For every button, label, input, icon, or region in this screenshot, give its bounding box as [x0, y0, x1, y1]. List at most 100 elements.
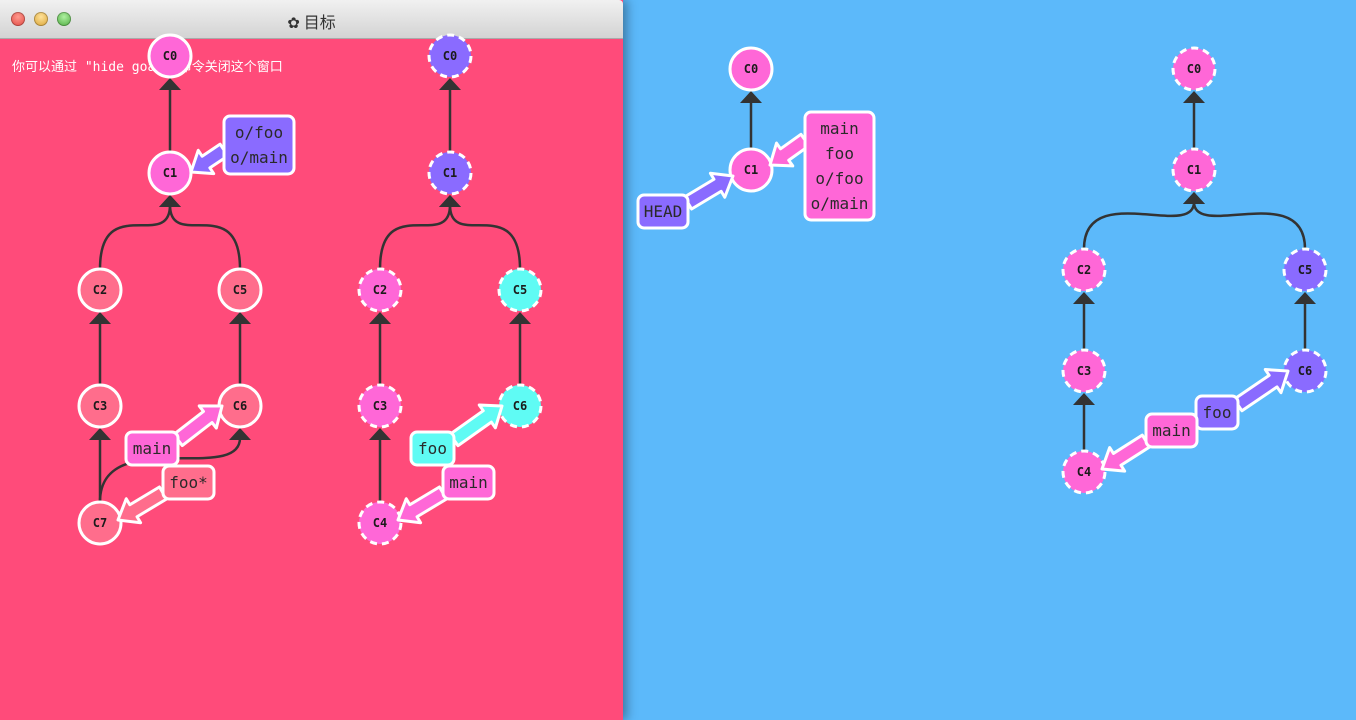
goal-local-commit-c3[interactable]: C3: [77, 383, 123, 429]
goal-remote-edge-c5-c1: [439, 195, 522, 270]
commit-id: C0: [744, 62, 758, 76]
current-remote-commit-c3[interactable]: C3: [1061, 348, 1107, 394]
current-remote-edge-c6-c5: [1294, 292, 1316, 350]
current-remote-edge-c5-c1: [1183, 192, 1307, 250]
branch-name: o/main: [811, 194, 869, 213]
current-local-commit-c0[interactable]: C0: [728, 46, 774, 92]
branch-tag-box: [1144, 412, 1199, 449]
commit-id: C3: [1077, 364, 1091, 378]
current-local-branch-head[interactable]: HEAD: [636, 171, 735, 230]
current-local-commit-c1[interactable]: C1: [728, 147, 774, 193]
commit-id: C6: [233, 399, 247, 413]
goal-local-commit-c5[interactable]: C5: [217, 267, 263, 313]
goal-local-branch-foo[interactable]: foo*: [116, 464, 216, 525]
goal-remote-commit-c6[interactable]: C6: [497, 383, 543, 429]
goal-remote-edge-c3-c2: [369, 312, 391, 385]
goal-remote-branch-foo[interactable]: foo: [409, 403, 504, 467]
goal-window-title: ✿目标: [0, 9, 623, 33]
goal-local-commit-c7[interactable]: C7: [77, 500, 123, 546]
goal-local-commit-c1[interactable]: C1: [147, 150, 193, 196]
current-remote-commit-c2[interactable]: C2: [1061, 247, 1107, 293]
goal-remote-commit-c5[interactable]: C5: [497, 267, 543, 313]
branch-tag-box: [441, 464, 496, 501]
branch-name: foo: [418, 439, 447, 458]
goal-window-title-text: 目标: [303, 13, 336, 32]
branch-arrow: [172, 404, 224, 448]
goal-window-titlebar[interactable]: ✿目标: [0, 0, 623, 39]
goal-local-branch-ofoo[interactable]: o/foo o/main: [189, 114, 296, 176]
goal-remote-commit-c2[interactable]: C2: [357, 267, 403, 313]
goal-remote-edge-c1-c0: [439, 78, 461, 152]
goal-local-commit-c0[interactable]: C0: [147, 33, 193, 79]
branch-name: main: [820, 119, 859, 138]
goal-local-branch-main[interactable]: main: [124, 404, 224, 467]
commit-id: C2: [93, 283, 107, 297]
branch-tag-box: [161, 464, 216, 501]
branch-tag-box: [803, 110, 876, 222]
goal-remote-branch-main[interactable]: main: [396, 464, 496, 525]
goal-local-commit-c6[interactable]: C6: [217, 383, 263, 429]
branch-arrow: [1232, 368, 1290, 413]
goal-local-commit-c2[interactable]: C2: [77, 267, 123, 313]
commit-id: C2: [1077, 263, 1091, 277]
branch-name: foo: [825, 144, 854, 163]
commit-id: C5: [513, 283, 527, 297]
branch-arrow: [682, 171, 735, 211]
goal-local-edge-c1-c0: [159, 78, 181, 152]
commit-id: C4: [373, 516, 387, 530]
goal-local-edge-c6-c5: [229, 312, 251, 385]
goal-remote-edge-c6-c5: [509, 312, 531, 385]
current-remote-branch-main[interactable]: main: [1100, 412, 1199, 473]
commit-id: C2: [373, 283, 387, 297]
branch-tag-box: [124, 430, 180, 467]
commit-id: C5: [1298, 263, 1312, 277]
branch-name: o/foo: [815, 169, 863, 188]
branch-name: foo*: [169, 473, 208, 492]
goal-local-edge-c3-c2: [89, 312, 111, 385]
current-local-branch-main[interactable]: main foo o/foo o/main: [768, 110, 876, 222]
goal-remote-commit-c4[interactable]: C4: [357, 500, 403, 546]
commit-id: C0: [163, 49, 177, 63]
close-icon[interactable]: [11, 12, 25, 26]
branch-arrow: [1100, 433, 1152, 473]
branch-name: HEAD: [644, 202, 683, 221]
commit-id: C7: [93, 516, 107, 530]
commit-id: C1: [163, 166, 177, 180]
branch-arrow: [116, 485, 169, 525]
branch-tag-box: [409, 430, 456, 467]
gear-icon: ✿: [287, 14, 300, 32]
commit-id: C5: [233, 283, 247, 297]
current-remote-commit-c5[interactable]: C5: [1282, 247, 1328, 293]
commit-id: C1: [744, 163, 758, 177]
branch-name: o/main: [230, 148, 288, 167]
goal-remote-commit-c0[interactable]: C0: [427, 33, 473, 79]
current-remote-commit-c4[interactable]: C4: [1061, 449, 1107, 495]
current-remote-commit-c6[interactable]: C6: [1282, 348, 1328, 394]
commit-id: C4: [1077, 465, 1091, 479]
branch-name: o/foo: [235, 123, 283, 142]
branch-arrow: [396, 485, 449, 525]
branch-name: main: [449, 473, 488, 492]
current-remote-edge-c4-c3: [1073, 393, 1095, 451]
goal-remote-edge-c4-c3: [369, 428, 391, 502]
maximize-icon[interactable]: [57, 12, 71, 26]
commit-id: C0: [443, 49, 457, 63]
branch-tag-box: [1194, 394, 1240, 431]
goal-remote-commit-c1[interactable]: C1: [427, 150, 473, 196]
branch-arrow: [768, 132, 811, 168]
current-local-edge-c1-c0: [740, 91, 762, 149]
branch-tag-box: [222, 114, 296, 176]
branch-tag-box: [636, 193, 690, 230]
commit-id: C6: [1298, 364, 1312, 378]
current-remote-commit-c0[interactable]: C0: [1171, 46, 1217, 92]
hide-goal-hint: 你可以通过 "hide goal" 命令关闭这个窗口: [12, 60, 283, 75]
goal-remote-commit-c3[interactable]: C3: [357, 383, 403, 429]
commit-id: C1: [443, 166, 457, 180]
minimize-icon[interactable]: [34, 12, 48, 26]
current-remote-branch-foo[interactable]: foo: [1194, 368, 1290, 431]
current-remote-commit-c1[interactable]: C1: [1171, 147, 1217, 193]
current-remote-edge-c3-c2: [1073, 292, 1095, 350]
